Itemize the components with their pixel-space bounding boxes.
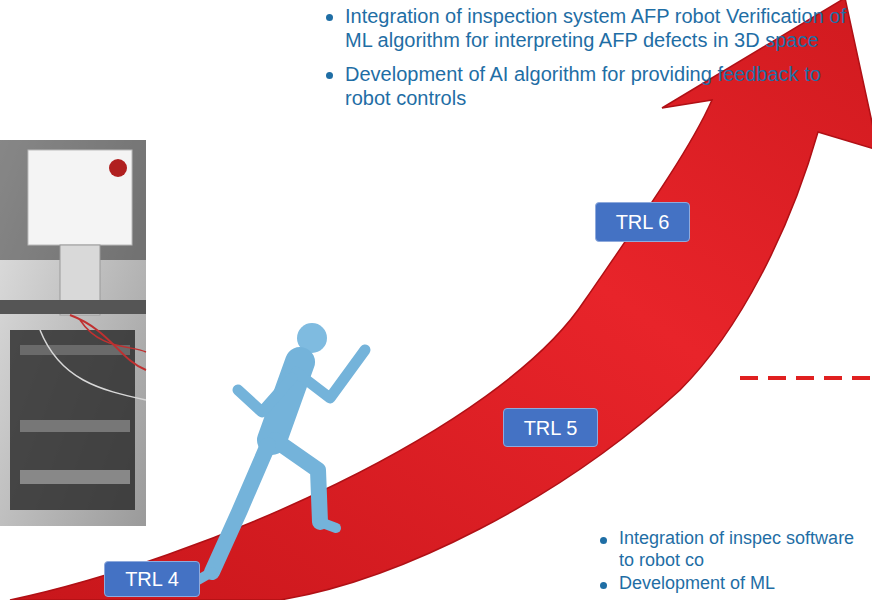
bullet-text: Development of ML <box>619 573 775 593</box>
trl-label: TRL 6 <box>616 211 670 233</box>
bullet-text: Development of AI algorithm for providin… <box>345 63 821 109</box>
bullet-note: Development of AI algorithm for providin… <box>323 62 853 110</box>
trl-box: TRL 4 <box>104 561 200 597</box>
bullet-text: Integration of inspection system AFP rob… <box>345 5 846 51</box>
trl-box: TRL 5 <box>503 408 598 447</box>
trl-label: TRL 5 <box>524 417 578 439</box>
bullet-text: Integration of inspec software to robot … <box>619 528 854 570</box>
running-figure <box>198 323 365 580</box>
bullet-dot <box>326 14 333 21</box>
dashed-line <box>740 376 872 380</box>
bullet-dot <box>600 537 607 544</box>
bullet-note: Integration of inspec software to robot … <box>597 528 865 571</box>
trl-label: TRL 4 <box>125 568 179 590</box>
robot-photo <box>0 140 146 526</box>
bullet-note: Integration of inspection system AFP rob… <box>323 4 853 52</box>
bullet-note: Development of ML <box>597 573 865 595</box>
bullet-dot <box>600 582 607 589</box>
trl-box: TRL 6 <box>595 202 690 242</box>
bullet-dot <box>326 72 333 79</box>
